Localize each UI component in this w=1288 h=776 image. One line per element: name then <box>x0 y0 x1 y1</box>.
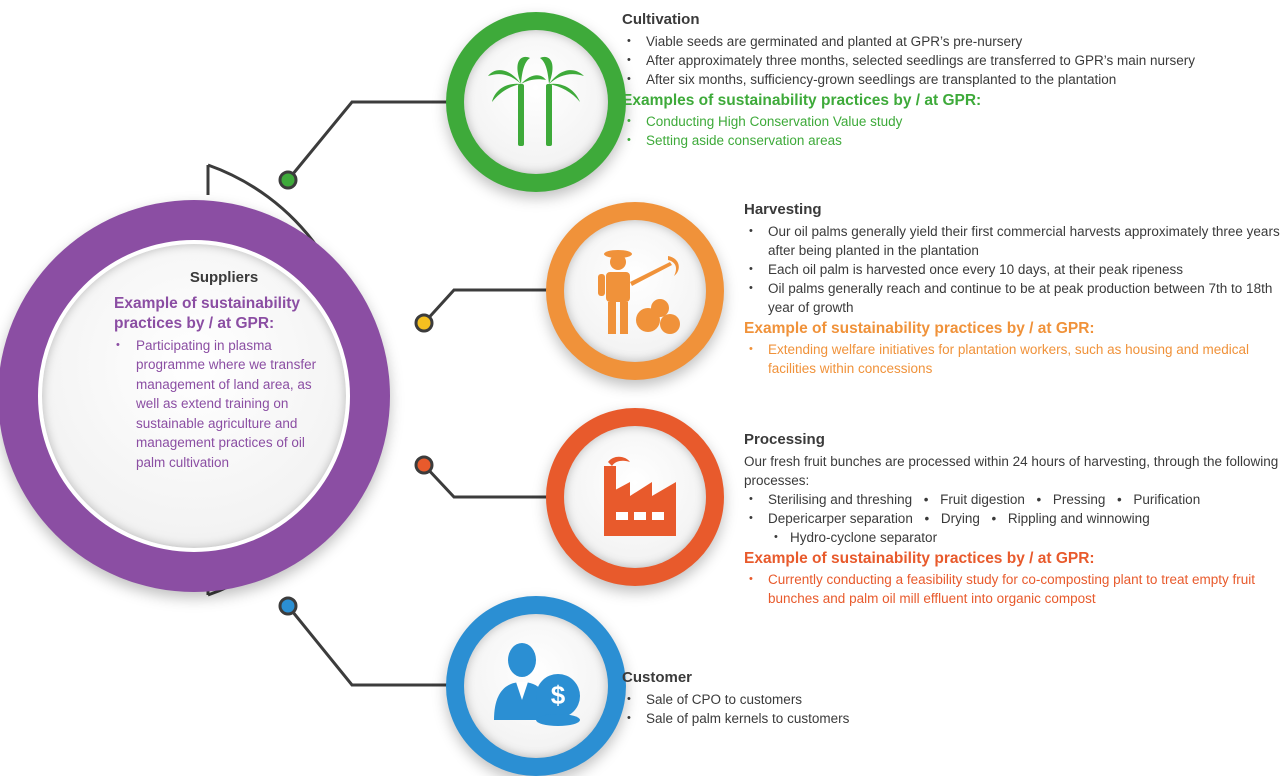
processing-steps-row-2: Depericarper separation•Drying•Rippling … <box>744 509 1284 528</box>
cultivation-example-heading: Examples of sustainability practices by … <box>622 92 982 109</box>
suppliers-title: Suppliers <box>189 269 259 286</box>
list-item: Each oil palm is harvested once every 10… <box>744 260 1284 279</box>
list-item: Viable seeds are germinated and planted … <box>622 32 1262 51</box>
branch-processing <box>422 463 550 499</box>
processing-example-heading: Example of sustainability practices by /… <box>744 550 1095 567</box>
list-item: Conducting High Conservation Value study <box>622 112 1262 131</box>
cultivation-block: Cultivation Viable seeds are germinated … <box>622 10 1262 150</box>
processing-steps-row-3: Hydro-cyclone separator <box>744 528 1284 547</box>
node-processing <box>414 455 434 475</box>
harvesting-examples: Extending welfare initiatives for planta… <box>744 340 1284 378</box>
process-step: Sterilising and threshing <box>768 492 913 507</box>
customer-title: Customer <box>622 669 693 686</box>
processing-title: Processing <box>744 431 825 448</box>
harvesting-list: Our oil palms generally yield their firs… <box>744 222 1284 317</box>
list-item: Sale of palm kernels to customers <box>622 709 1122 728</box>
harvesting-example-heading: Example of sustainability practices by /… <box>744 320 1095 337</box>
cultivation-examples: Conducting High Conservation Value study… <box>622 112 1262 150</box>
farmer-harvest-icon <box>598 250 680 334</box>
customer-block: Customer Sale of CPO to customers Sale o… <box>622 668 1122 728</box>
cultivation-circle-inner <box>464 30 608 174</box>
list-item: Sale of CPO to customers <box>622 690 1122 709</box>
branch-customer <box>286 605 450 687</box>
list-item: Our oil palms generally yield their firs… <box>744 222 1284 260</box>
cultivation-title: Cultivation <box>622 11 700 28</box>
factory-icon <box>604 456 676 536</box>
list-item: Currently conducting a feasibility study… <box>744 570 1284 608</box>
branch-harvesting <box>422 288 550 325</box>
palm-tree-icon <box>488 56 584 146</box>
process-step: Depericarper separation <box>768 511 913 526</box>
list-item: Setting aside conservation areas <box>622 131 1262 150</box>
process-step: Fruit digestion <box>940 492 1025 507</box>
customer-list: Sale of CPO to customers Sale of palm ke… <box>622 690 1122 728</box>
node-cultivation <box>278 170 298 190</box>
list-item: Participating in plasma programme where … <box>106 336 322 473</box>
processing-steps-row-1: Sterilising and threshing•Fruit digestio… <box>744 490 1284 509</box>
cultivation-list: Viable seeds are germinated and planted … <box>622 32 1262 89</box>
processing-block: Processing Our fresh fruit bunches are p… <box>744 430 1284 608</box>
customer-dollar-icon: $ <box>494 643 580 726</box>
processing-intro: Our fresh fruit bunches are processed wi… <box>744 454 1279 488</box>
node-customer <box>278 596 298 616</box>
branch-cultivation <box>286 100 450 181</box>
process-step: Drying <box>940 511 980 526</box>
list-item: After six months, sufficiency-grown seed… <box>622 70 1262 89</box>
suppliers-text: Suppliers Example of sustainability prac… <box>106 268 322 472</box>
list-item: Oil palms generally reach and continue t… <box>744 279 1284 317</box>
harvesting-title: Harvesting <box>744 201 822 218</box>
suppliers-list: Participating in plasma programme where … <box>106 336 322 473</box>
harvesting-circle-inner <box>564 220 706 362</box>
list-item: Extending welfare initiatives for planta… <box>744 340 1284 378</box>
node-harvesting <box>414 313 434 333</box>
suppliers-example-heading: Example of sustainability practices by /… <box>114 294 301 332</box>
list-item: After approximately three months, select… <box>622 51 1262 70</box>
process-step: Hydro-cyclone separator <box>790 530 938 545</box>
harvesting-block: Harvesting Our oil palms generally yield… <box>744 200 1284 378</box>
processing-examples: Currently conducting a feasibility study… <box>744 570 1284 608</box>
svg-text:$: $ <box>551 680 566 710</box>
process-step: Pressing <box>1052 492 1106 507</box>
process-step: Rippling and winnowing <box>1007 511 1150 526</box>
process-step: Purification <box>1133 492 1201 507</box>
